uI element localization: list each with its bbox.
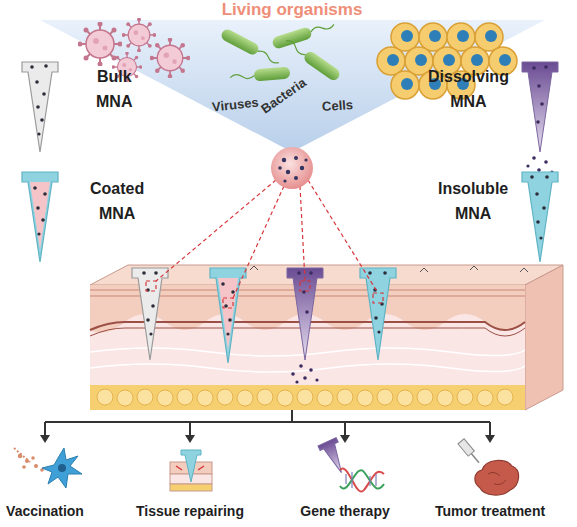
cell-icon — [447, 23, 475, 51]
bacterium — [254, 66, 291, 81]
coating — [218, 278, 238, 350]
dissolving-needle — [522, 62, 558, 174]
mna-type-label: Bulk MNA — [96, 64, 132, 114]
branch-arrows — [45, 410, 490, 436]
bulk-needle — [22, 62, 58, 152]
organism-label: Viruses — [211, 95, 259, 115]
organism-heading: Living organisms — [222, 0, 363, 20]
dermis-fibres — [90, 348, 525, 372]
application-label: Tissue repairing — [136, 503, 244, 520]
syringe-needle — [471, 454, 479, 463]
tissue-repair-icon — [170, 450, 212, 491]
needle-body — [287, 268, 323, 360]
skin-piece — [170, 484, 212, 491]
bacterium — [220, 27, 261, 56]
gene-therapy-icon — [318, 438, 384, 492]
bacteria-icon — [230, 66, 291, 83]
mna-type-label: Insoluble MNA — [438, 176, 508, 226]
cargo-dots — [33, 186, 47, 235]
arrow-heads — [40, 435, 495, 443]
cell-icon — [377, 47, 405, 75]
organism-label: Bacteria — [258, 75, 309, 117]
flagellum — [310, 22, 334, 34]
needle-body — [522, 172, 558, 262]
organism-ball — [271, 147, 313, 189]
funnel — [40, 20, 545, 152]
vaccination-icon — [14, 448, 82, 488]
cargo-dots — [530, 175, 549, 239]
virus-icon — [122, 18, 157, 53]
tumor — [475, 460, 519, 495]
antigen-dots — [18, 454, 44, 472]
cargo-dots — [368, 271, 387, 333]
needle-body — [132, 268, 168, 360]
flagellum — [256, 49, 280, 65]
needle-body — [22, 172, 58, 262]
tumor-texture — [488, 472, 506, 484]
fat-cells — [97, 389, 513, 406]
cell-cluster — [377, 23, 517, 99]
cell-icon — [419, 23, 447, 51]
cargo-dots — [30, 64, 48, 135]
virus-icon — [78, 22, 123, 67]
dna-rungs — [346, 472, 376, 488]
skin-fat-layer — [90, 385, 525, 410]
bacteria-icon — [283, 36, 342, 83]
callout-lines — [146, 180, 383, 308]
bacterium — [302, 50, 342, 83]
application-label: Tumor treatment — [435, 503, 545, 520]
skin-side-face — [525, 265, 563, 410]
needle-body — [360, 268, 396, 360]
mna-type-label: Dissolving MNA — [428, 64, 509, 114]
wound-mark — [176, 466, 204, 470]
cargo-dots — [221, 282, 235, 335]
dendritic-cell — [42, 448, 82, 488]
flagellum — [285, 39, 308, 57]
ball-dots — [278, 156, 307, 183]
insoluble-needle — [360, 268, 396, 360]
coating — [30, 182, 50, 250]
application-label: Gene therapy — [300, 503, 389, 520]
cell-nucleus — [58, 464, 66, 472]
bulk-needle — [132, 268, 168, 360]
bacteria-icon — [271, 19, 336, 50]
dna-strand — [340, 468, 384, 491]
dna-strand — [340, 470, 384, 488]
bacteria-icon — [220, 27, 282, 68]
tumor-icon — [458, 439, 519, 495]
dissolving-needle — [287, 268, 323, 384]
needle-body — [522, 62, 558, 152]
mini-needle — [181, 450, 201, 482]
coated-needle — [22, 172, 58, 262]
cargo-dots — [142, 271, 158, 335]
mna-type-label: Coated MNA — [90, 176, 144, 226]
application-label: Vaccination — [6, 503, 84, 520]
flagellum — [230, 73, 254, 80]
cargo-dots — [526, 65, 553, 173]
insoluble-needle — [522, 172, 558, 262]
needle-body — [22, 62, 58, 152]
cell-icon — [391, 71, 419, 99]
cargo-dots — [291, 271, 318, 383]
bacterium — [271, 26, 313, 50]
cell-icon — [391, 23, 419, 51]
antigen-trail — [14, 448, 30, 462]
organism-label: Cells — [321, 97, 353, 115]
virus-icon — [150, 38, 191, 79]
cell-icon — [475, 23, 503, 51]
